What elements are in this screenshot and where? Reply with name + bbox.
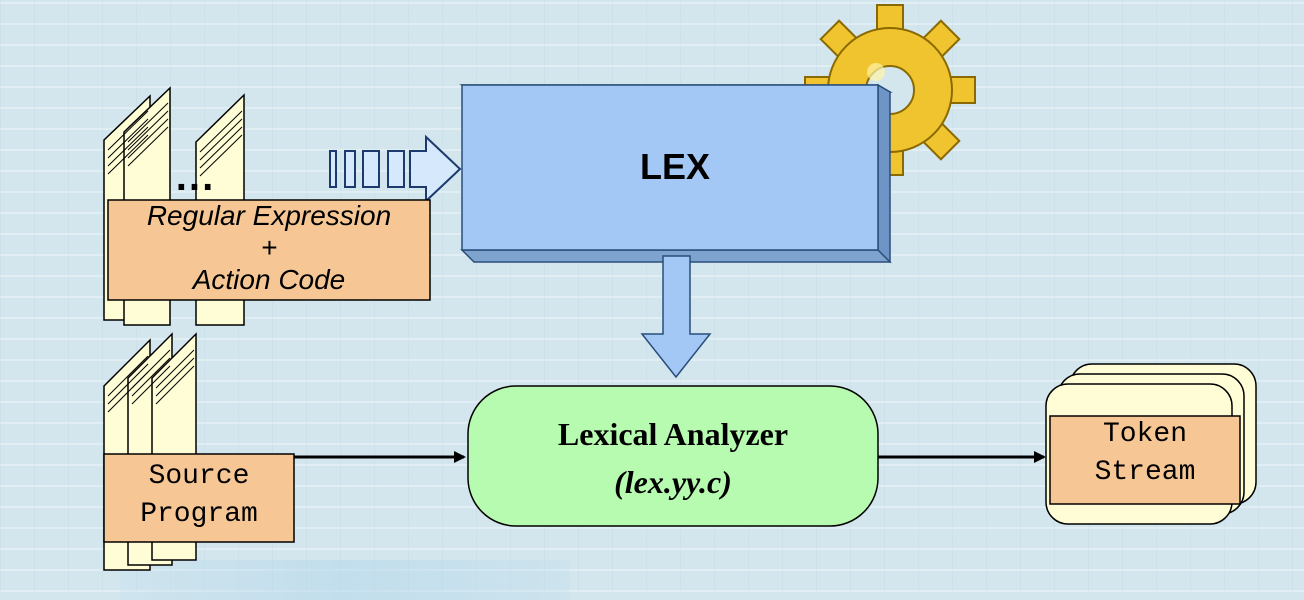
spec-line-1: Regular Expression [146,200,392,231]
token-label-box [1049,415,1241,505]
down-arrow-icon [640,255,712,379]
token-line-2: Stream [1094,457,1196,488]
token-label: Token Stream [1050,416,1240,492]
analyzer-label: Lexical Analyzer (lex.yy.c) [468,410,878,506]
analyzer-subtitle: (lex.yy.c) [614,464,732,500]
spec-line-3: Action Code [192,264,346,295]
source-label-box [103,453,295,543]
token-line-1: Token [1102,419,1187,450]
more-documents-ellipsis: ... [175,160,215,198]
hollow-arrow-icon [329,134,462,204]
spec-label-box [107,199,431,301]
source-label: Source Program [104,458,294,534]
source-line-2: Program [140,499,258,530]
source-line-1: Source [148,461,250,492]
spec-label: Regular Expression + Action Code [108,200,430,296]
analyzer-title: Lexical Analyzer [557,416,789,452]
lex-title: LEX [639,146,710,187]
lex-box [459,83,893,264]
spec-line-2: + [260,232,278,263]
